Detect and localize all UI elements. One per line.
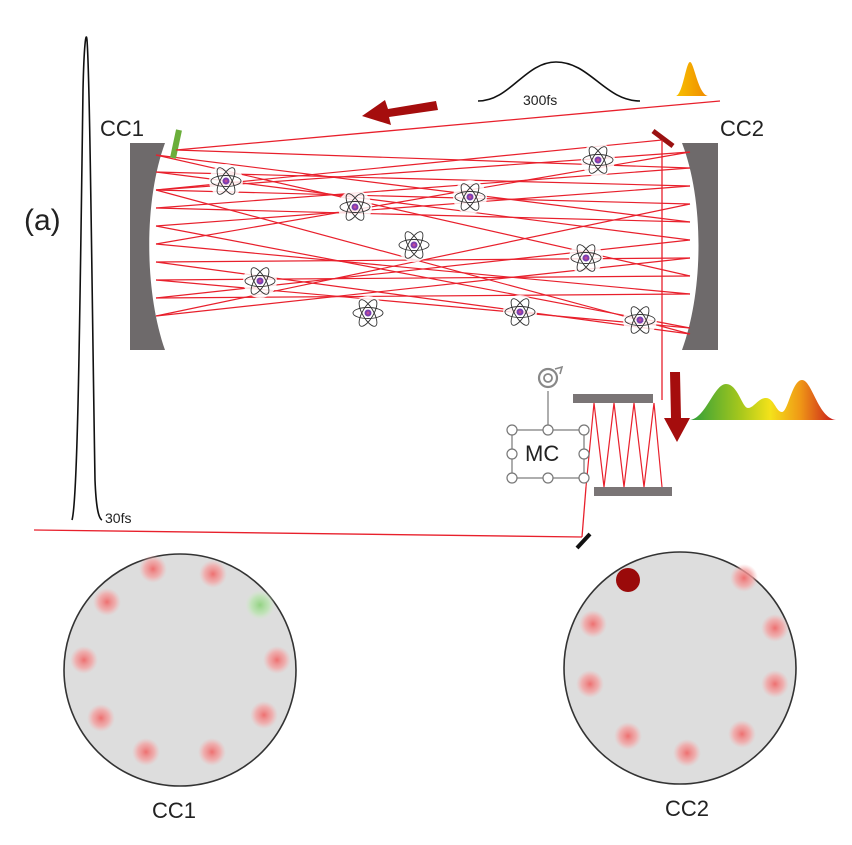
cc2-bottom-label: CC2: [665, 796, 710, 821]
beam-spot: [198, 738, 226, 766]
atom-icon: [453, 180, 487, 214]
steering-mirror: [575, 532, 592, 550]
cavity-beam-segment: [155, 225, 691, 329]
beam-spot: [761, 670, 789, 698]
output-arrow-left: [362, 100, 438, 125]
orange-pulse-shape: [676, 62, 708, 96]
cc1-top-label: CC1: [100, 116, 145, 141]
output-beam: [175, 100, 721, 151]
beam-spot: [673, 739, 701, 767]
short-pulse-curve: [71, 36, 103, 521]
atom-icon: [569, 241, 603, 275]
beam-spot: [579, 610, 607, 638]
beam-spot: [199, 560, 227, 588]
mc-label: MC: [525, 441, 560, 466]
cc1-mirror-face: [63, 553, 297, 787]
beam-spot: [263, 646, 291, 674]
atoms-group: [209, 143, 657, 337]
mirror-spots: [70, 555, 789, 767]
cc2-top-label: CC2: [720, 116, 765, 141]
beam-spot: [761, 614, 789, 642]
beam-spot: [730, 564, 758, 592]
beam-spot: [132, 738, 160, 766]
green-input-mirror: [170, 129, 182, 159]
beam-spot: [614, 722, 642, 750]
mc-zigzag-beam: [585, 402, 663, 488]
cc1-mirror: [130, 143, 165, 350]
beam-spot: [576, 670, 604, 698]
broadened-spectrum-shape: [690, 380, 836, 420]
panel-label: (a): [24, 204, 61, 237]
atom-icon: [243, 264, 277, 298]
atom-icon: [503, 295, 537, 329]
cc1-bottom-label: CC1: [152, 798, 197, 823]
cavity-beam-segment: [155, 243, 691, 295]
long-pulse-curve: [477, 61, 641, 102]
pickup-mirror: [651, 129, 675, 148]
input-beam: [33, 529, 583, 538]
beam-spot: [245, 590, 275, 620]
beam-spot: [70, 646, 98, 674]
beam-spot: [93, 588, 121, 616]
beam-spot: [250, 701, 278, 729]
beam-spot-dark: [616, 568, 640, 592]
cavity-beam-segment: [155, 154, 691, 223]
cavity-beam-segment: [155, 257, 691, 317]
cavity-beam-segment: [155, 171, 691, 187]
atom-icon: [397, 228, 431, 262]
atom-icon: [623, 303, 657, 337]
rotate-handle-icon[interactable]: [537, 365, 564, 389]
beam-spot: [139, 555, 167, 583]
mc-output-beam: [581, 486, 587, 538]
cavity-beam-segment: [155, 189, 691, 205]
mc-mirror-top: [573, 394, 653, 403]
selection-handles[interactable]: [506, 424, 590, 484]
cavity-beam-segment: [155, 189, 691, 335]
atom-icon: [351, 296, 385, 330]
output-arrow-down: [664, 372, 690, 442]
mc-mirror-bottom: [594, 487, 672, 496]
atom-icon: [338, 190, 372, 224]
beam-spot: [728, 720, 756, 748]
beam-spot: [87, 704, 115, 732]
long-pulse-label: 300fs: [523, 92, 558, 108]
cc2-mirror: [682, 143, 718, 350]
atom-icon: [209, 164, 243, 198]
atom-icon: [581, 143, 615, 177]
short-pulse-label: 30fs: [105, 510, 132, 526]
